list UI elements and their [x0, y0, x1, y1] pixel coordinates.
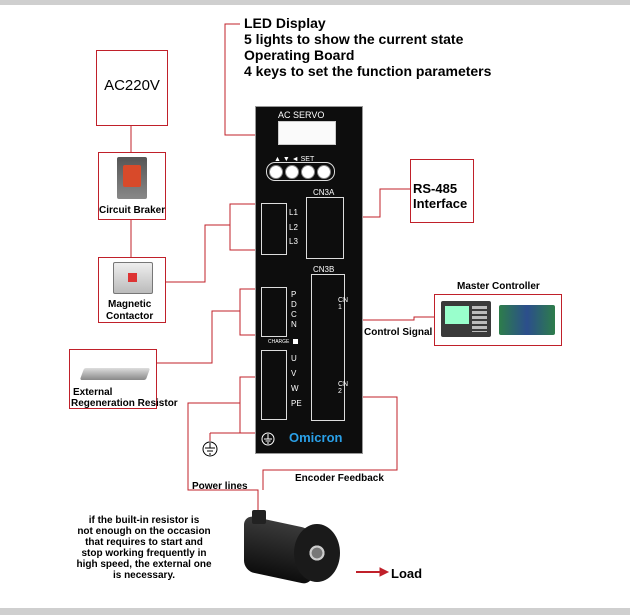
- regeneration-resistor-label: Regeneration Resistor: [71, 398, 178, 409]
- external-label: External: [73, 387, 113, 398]
- rs485-box: RS-485 Interface: [410, 159, 474, 223]
- keys-description: 4 keys to set the function parameters: [244, 63, 492, 79]
- master-controller-label: Master Controller: [457, 281, 540, 292]
- note-line: that requires to start and: [85, 537, 203, 548]
- encoder-wire: [262, 396, 398, 490]
- circuit-breaker-icon: [117, 157, 147, 199]
- key-left-button[interactable]: [301, 165, 315, 179]
- rs485-label: RS-485: [413, 181, 458, 196]
- note-line: stop working frequently in: [81, 548, 207, 559]
- l-bracket: [229, 203, 258, 251]
- master-controller-box: [434, 294, 562, 346]
- resistor-note: if the built-in resistor is not enough o…: [56, 515, 232, 581]
- resistor-wire: [155, 310, 240, 364]
- brand-label: Omicron: [289, 430, 343, 445]
- servo-drive-panel: AC SERVO ▲ ▼ ◄ SET CN3A L1 L2 L3 CN3B CN…: [255, 106, 363, 454]
- circuit-breaker-box: [98, 152, 166, 220]
- cn1-label: CN 1: [338, 297, 349, 311]
- circuit-braker-label: Circuit Braker: [99, 205, 166, 216]
- l2-label: L2: [289, 223, 298, 232]
- l-terminal-block: [261, 203, 287, 255]
- uvw-bracket: [239, 376, 258, 434]
- n-label: N: [291, 320, 297, 329]
- cn2-label: CN 2: [338, 381, 349, 395]
- keys-label: ▲ ▼ ◄ SET: [274, 156, 315, 163]
- v-label: V: [291, 369, 297, 378]
- d-label: D: [291, 300, 297, 309]
- plc-icon: [499, 305, 555, 335]
- contactor-wire: [165, 224, 230, 283]
- led-description: 5 lights to show the current state: [244, 31, 464, 47]
- p-label: P: [291, 290, 297, 299]
- magnetic-label: Magnetic: [108, 299, 152, 310]
- contactor-label: Contactor: [106, 311, 154, 322]
- note-line: not enough on the occasion: [77, 526, 211, 537]
- control-wire: [358, 316, 434, 321]
- bottom-border: [0, 608, 630, 615]
- pdcn-bracket: [239, 288, 258, 336]
- top-border: [0, 0, 630, 5]
- servo-motor-icon: [238, 508, 342, 594]
- note-line: if the built-in resistor is: [88, 515, 200, 526]
- control-signal-label: Control Signal: [364, 327, 433, 338]
- resistor-icon: [79, 368, 151, 380]
- encoder-feedback-label: Encoder Feedback: [295, 473, 384, 484]
- cn3b-label: CN3B: [313, 265, 335, 274]
- resistor-box: [69, 349, 157, 409]
- cn3a-label: CN3A: [313, 188, 335, 197]
- interface-label: Interface: [413, 196, 468, 211]
- load-label: Load: [391, 566, 423, 581]
- note-line: high speed, the external one: [76, 559, 212, 570]
- keys-outline: [266, 162, 335, 181]
- charge-indicator: [293, 339, 298, 344]
- cn3a-connector: [306, 197, 344, 259]
- ground-icon: [202, 441, 218, 457]
- power-lines-label: Power lines: [192, 481, 248, 492]
- contactor-icon: [113, 262, 153, 294]
- note-line: is necessary.: [112, 570, 176, 581]
- operating-board-label: Operating Board: [244, 47, 355, 63]
- u-label: U: [291, 354, 297, 363]
- cn3b-connector: [311, 274, 345, 421]
- l3-label: L3: [289, 237, 298, 246]
- key-down-button[interactable]: [285, 165, 299, 179]
- led-wire: [224, 23, 270, 136]
- hmi-icon: [441, 301, 491, 337]
- w-label: W: [291, 384, 299, 393]
- pe-label: PE: [291, 399, 302, 408]
- led-display-window: [278, 121, 336, 145]
- l1-label: L1: [289, 208, 298, 217]
- ac220v-label: AC220V: [104, 77, 160, 94]
- power-line-wire: [187, 402, 259, 510]
- ac220v-box: AC220V: [96, 50, 168, 126]
- magnetic-contactor-box: [98, 257, 166, 323]
- charge-label: CHARGE: [268, 339, 290, 345]
- led-display-label: LED Display: [244, 15, 326, 31]
- c-label: C: [291, 310, 297, 319]
- panel-ground-icon: [261, 432, 275, 446]
- panel-title: AC SERVO: [278, 110, 325, 120]
- rs485-wire: [350, 188, 410, 218]
- uvw-terminal-block: [261, 350, 287, 420]
- pdcn-terminal-block: [261, 287, 287, 337]
